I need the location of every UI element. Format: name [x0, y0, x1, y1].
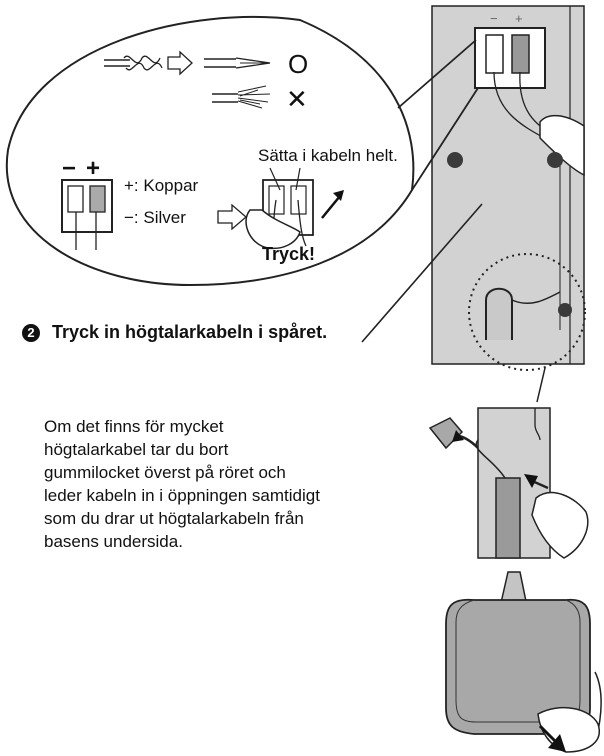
arrow-right-icon — [217, 203, 247, 231]
paragraph-line: högtalarkabel tar du bort — [44, 440, 229, 459]
speaker-minus-sign: − — [490, 11, 498, 26]
base-illustration — [445, 571, 602, 753]
twisted-wire-icon — [104, 55, 163, 71]
minus-legend: −: Silver — [124, 208, 186, 227]
plus-legend: +: Koppar — [124, 176, 199, 195]
arrow-up-right-icon — [333, 190, 344, 201]
instruction-paragraph: Om det finns för mycket högtalarkabel ta… — [44, 415, 404, 553]
paragraph-line: som du drar ut högtalarkabeln från — [44, 509, 304, 528]
terminal-plus-sign: + — [86, 155, 100, 182]
arrow-down-right-icon — [548, 734, 566, 752]
arrow-right-icon — [167, 50, 193, 76]
finger-icon — [539, 114, 585, 177]
rubber-cap-icon — [428, 417, 464, 450]
speaker-plus-sign: + — [515, 11, 523, 26]
insert-cable-illustration — [245, 167, 344, 250]
step-2-text: Tryck in högtalarkabeln i spåret. — [52, 322, 328, 342]
arrow-icon — [524, 474, 538, 488]
callout-terminal: − + — [61, 155, 113, 250]
paragraph-line: Om det finns för mycket — [44, 417, 224, 436]
cap-removal-illustration — [428, 407, 589, 559]
ok-symbol: O — [288, 49, 308, 79]
hand-icon — [531, 491, 589, 559]
hand-icon — [537, 706, 600, 753]
push-label: Tryck! — [262, 244, 316, 264]
step-2-heading: 2 Tryck in högtalarkabeln i spåret. — [22, 322, 327, 343]
terminal-minus-sign: − — [62, 155, 76, 182]
speaker-column: − + — [431, 5, 586, 403]
arrow-left-icon — [452, 430, 464, 442]
step-number-badge: 2 — [22, 324, 40, 342]
callout-bubble — [5, 15, 479, 287]
screw-dot-icon — [558, 303, 572, 317]
paragraph-line: gummilocket överst på röret och — [44, 463, 286, 482]
paragraph-line: leder kabeln in i öppningen samtidigt — [44, 486, 320, 505]
screw-dot-icon — [447, 152, 463, 168]
ng-symbol: ✕ — [286, 84, 308, 114]
hand-icon — [245, 209, 301, 250]
zoom-circle — [468, 253, 586, 371]
frayed-wire-icon — [212, 85, 271, 109]
paragraph-line: basens undersida. — [44, 532, 183, 551]
insert-instruction: Sätta i kabeln helt. — [258, 146, 398, 165]
straight-wire-icon — [204, 57, 271, 69]
screw-dot-icon — [547, 152, 563, 168]
